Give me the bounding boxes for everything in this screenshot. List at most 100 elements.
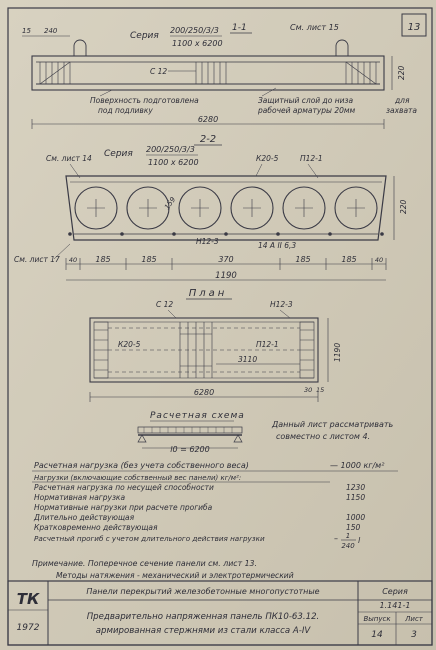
void-circle <box>126 186 170 230</box>
series-code-1: 200/250/3/3 <box>170 26 219 35</box>
scheme-load <box>137 426 243 434</box>
dim-185-a: 185 <box>95 255 110 264</box>
section-title-2-2: 2-2 <box>200 134 216 145</box>
series-dims-1: 1100 x 6200 <box>172 39 223 48</box>
load-row-3-value: 1000 <box>346 513 365 522</box>
void-circle <box>178 186 222 230</box>
load-row-1-value: 1150 <box>346 493 365 502</box>
height-dim-1: 220 <box>397 65 406 80</box>
series-code-2: 200/250/3/3 <box>146 145 195 154</box>
plan-dim-15: 15 <box>316 386 324 394</box>
title-year: 1972 <box>17 623 40 633</box>
title-series-value: 1.141-1 <box>380 601 411 610</box>
end-cage-right <box>345 61 377 85</box>
see-sheet-14: См. лист 14 <box>46 154 92 163</box>
load-subheader: Нагрузки (включающие собственный вес пан… <box>34 474 241 482</box>
load-row-3-label: Длительно действующая <box>33 513 135 522</box>
n12-3-label: Н12-3 <box>196 237 219 246</box>
dim-15: 15 <box>22 27 31 35</box>
load-row-2-label: Нормативные нагрузки при расчете прогиба <box>34 503 213 512</box>
load-row-0-value: 1230 <box>346 483 365 492</box>
rebar-dot <box>68 232 72 236</box>
scheme-note-2: совместно с листом 4. <box>276 432 370 441</box>
void-circle <box>282 186 326 230</box>
plan-dim-30: 30 <box>304 386 312 394</box>
dim-370: 370 <box>218 255 233 264</box>
load-row-0-label: Расчетная нагрузка по несущей способност… <box>34 483 214 492</box>
length-dim-1: 6280 <box>198 115 218 124</box>
title-issue-label: Выпуск <box>363 615 391 623</box>
section-1-1: 15 240 Серия 200/250/3/3 1100 x 6200 1-1… <box>22 23 417 129</box>
rebar-dot <box>120 232 124 236</box>
sheet-number: 13 <box>408 22 421 33</box>
design-scheme: Расчетная схема l0 = 6200 Данный лист ра… <box>137 411 394 454</box>
lifting-loop-left <box>73 39 87 56</box>
deflection-label: Расчетный прогиб с учетом длительного де… <box>34 534 265 543</box>
note-cover-2: рабочей арматуры 20мм <box>257 106 356 115</box>
scheme-note-1: Данный лист рассматривать <box>271 420 394 429</box>
title-issue-value: 14 <box>371 630 383 640</box>
title-sheet-label: Лист <box>404 615 424 623</box>
plan-length-dim: 6280 <box>194 388 214 397</box>
plan-p12-1-label: П12-1 <box>256 340 279 349</box>
title-name-1: Предварительно напряженная панель ПК10-6… <box>87 612 320 622</box>
series-dims-2: 1100 x 6200 <box>148 158 199 167</box>
title-series-label: Серия <box>382 587 408 596</box>
deflection-l: l <box>358 536 361 545</box>
rebar-dot <box>380 232 384 236</box>
panel-cross-section <box>65 175 387 241</box>
scheme-span: l0 = 6200 <box>170 445 209 454</box>
load-row-4-label: Кратковременно действующая <box>34 523 158 532</box>
deflection-dash: – <box>334 534 338 543</box>
plan-k20-5-label: К20-5 <box>118 340 141 349</box>
title-org: ТК <box>17 590 40 608</box>
series-label-1: Серия <box>130 31 159 41</box>
void-circle <box>334 186 378 230</box>
voids-group <box>74 186 378 230</box>
title-sheet-value: 3 <box>411 630 417 640</box>
mesh-c12 <box>195 62 227 84</box>
deflection-num: 1 <box>346 532 350 540</box>
section-2-2: 2-2 Серия 200/250/3/3 1100 x 6200 См. ли… <box>14 134 408 281</box>
load-row-1-label: Нормативная нагрузка <box>34 493 125 502</box>
dim-40-left: 40 <box>69 256 77 264</box>
dim-185-c: 185 <box>295 255 310 264</box>
scheme-title: Расчетная схема <box>150 411 245 421</box>
deflection-den: 240 <box>341 542 355 550</box>
a6-label: 14 А II 6,3 <box>258 241 296 250</box>
plan-n12-3-label: Н12-3 <box>270 300 293 309</box>
load-row-4-value: 150 <box>346 523 361 532</box>
see-sheet-17: См. лист 17 <box>14 255 60 264</box>
dim-ticks <box>65 258 387 270</box>
title-name-2: армированная стержнями из стали класса А… <box>96 626 312 636</box>
note-surface-2: под подливку <box>98 106 153 115</box>
panel-elevation <box>31 55 385 91</box>
plan-title: План <box>189 288 228 299</box>
rebar-dot <box>328 232 332 236</box>
void-circle <box>230 186 274 230</box>
dim-240: 240 <box>44 27 58 35</box>
title-header: Панели перекрытий железобетонные многопу… <box>86 587 319 596</box>
note-line-1: Примечание. Поперечное сечение панели см… <box>32 559 257 568</box>
note-line-2: Методы натяжения - механический и электр… <box>56 571 294 580</box>
rebar-dot <box>276 232 280 236</box>
rebar-dot <box>172 232 176 236</box>
plan-c12-label: С 12 <box>156 300 173 309</box>
load-header-value: — 1000 кг/м² <box>330 461 385 470</box>
void-circle <box>74 186 118 230</box>
rebar-dots <box>68 232 384 236</box>
plan-outline <box>89 317 319 383</box>
height-dim-2: 220 <box>399 199 408 214</box>
note-cover-1: Защитный слой до низа <box>258 96 353 105</box>
sheet-number-box <box>401 13 427 37</box>
p12-1-label: П12-1 <box>300 154 323 163</box>
end-cage-left <box>39 61 71 85</box>
plan-view: План С 12 Н12-3 К20-5 <box>89 288 342 402</box>
section-title-1-1: 1-1 <box>232 23 247 33</box>
dim-185-d: 185 <box>341 255 356 264</box>
plan-dim-1190: 1190 <box>333 343 342 362</box>
total-width-dim: 1190 <box>215 271 237 281</box>
note-grip-2: захвата <box>386 106 417 115</box>
